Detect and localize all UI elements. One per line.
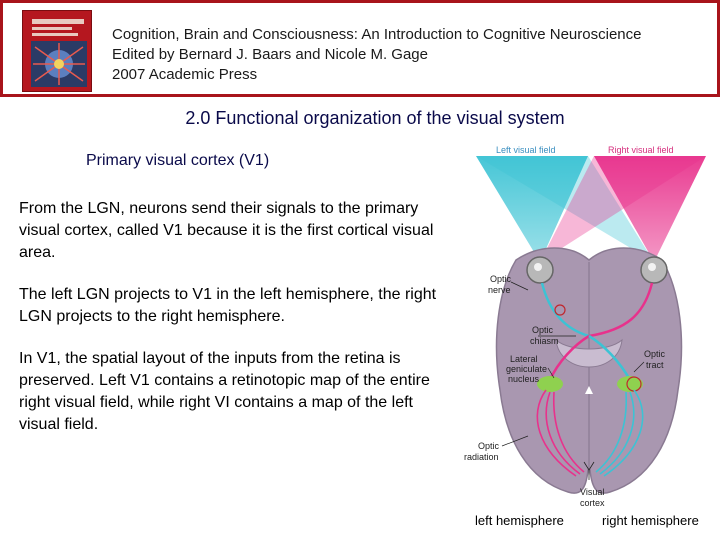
paragraph-hemisphere-projection: The left LGN projects to V1 in the left … (19, 286, 437, 325)
slide-title: 2.0 Functional organization of the visua… (185, 108, 565, 128)
book-cover-image (22, 10, 92, 92)
pointer-optic-tract (633, 361, 645, 373)
right-field-crossing-beam (540, 156, 706, 262)
left-hemisphere-label: left hemisphere (475, 513, 564, 528)
book-cover-strip (32, 33, 78, 36)
left-visual-field-cone (476, 156, 588, 262)
paragraph-retinotopic-map: In V1, the spatial layout of the inputs … (19, 350, 430, 433)
label-optic-radiation: Optic radiation (464, 441, 502, 462)
right-optic-nerve (588, 282, 654, 338)
citation-line-publisher: 2007 Academic Press (112, 66, 258, 83)
left-optic-radiation (552, 391, 585, 473)
pointer-optic-nerve (510, 281, 529, 291)
right-visual-field-cone (594, 156, 706, 262)
left-optic-radiation (545, 391, 581, 475)
right-lgn (617, 376, 643, 392)
visual-pathway-diagram: Left visual field Right visual field Opt… (464, 145, 706, 508)
label-visual-cortex: Visual cortex (580, 487, 607, 508)
book-cover-title-strip (32, 19, 84, 24)
label-optic-tract: Optic tract (644, 349, 668, 370)
right-eye-highlight (648, 263, 656, 271)
left-lgn (537, 376, 563, 392)
book-cover-strip (32, 27, 72, 30)
midbrain-marker (585, 386, 593, 394)
book-citation: Cognition, Brain and Consciousness: An I… (112, 25, 641, 85)
pointer-visual-cortex (583, 461, 595, 480)
right-hemisphere-label: right hemisphere (602, 513, 699, 528)
citation-line-title: Cognition, Brain and Consciousness: An I… (112, 26, 642, 43)
label-optic-nerve: Optic nerve (488, 274, 514, 295)
right-optic-radiation (595, 391, 628, 473)
right-optic-radiation (603, 389, 644, 477)
citation-line-editors: Edited by Bernard J. Baars and Nicole M.… (112, 46, 428, 63)
midbrain (555, 338, 623, 368)
slide-subtitle: Primary visual cortex (V1) (86, 152, 270, 169)
label-lateral-geniculate-nucleus: Lateral geniculate nucleus (506, 354, 550, 384)
left-field-crossing-beam (476, 156, 654, 262)
label-right-visual-field: Right visual field (608, 145, 674, 155)
optic-nerve-marker (554, 304, 566, 316)
left-optic-radiation (536, 389, 577, 477)
left-optic-nerve (540, 282, 590, 338)
right-optic-radiation (599, 391, 635, 475)
left-eye-highlight (534, 263, 542, 271)
citation-header: Cognition, Brain and Consciousness: An I… (0, 0, 720, 97)
right-optic-tract (588, 334, 632, 381)
paragraph-lgn-to-v1: From the LGN, neurons send their signals… (19, 200, 434, 261)
pointer-optic-radiation (501, 435, 529, 447)
label-left-visual-field: Left visual field (496, 145, 556, 155)
book-cover-artwork (31, 41, 87, 87)
pointer-lgn (547, 367, 555, 379)
label-optic-chiasm: Optic chiasm (530, 325, 559, 346)
